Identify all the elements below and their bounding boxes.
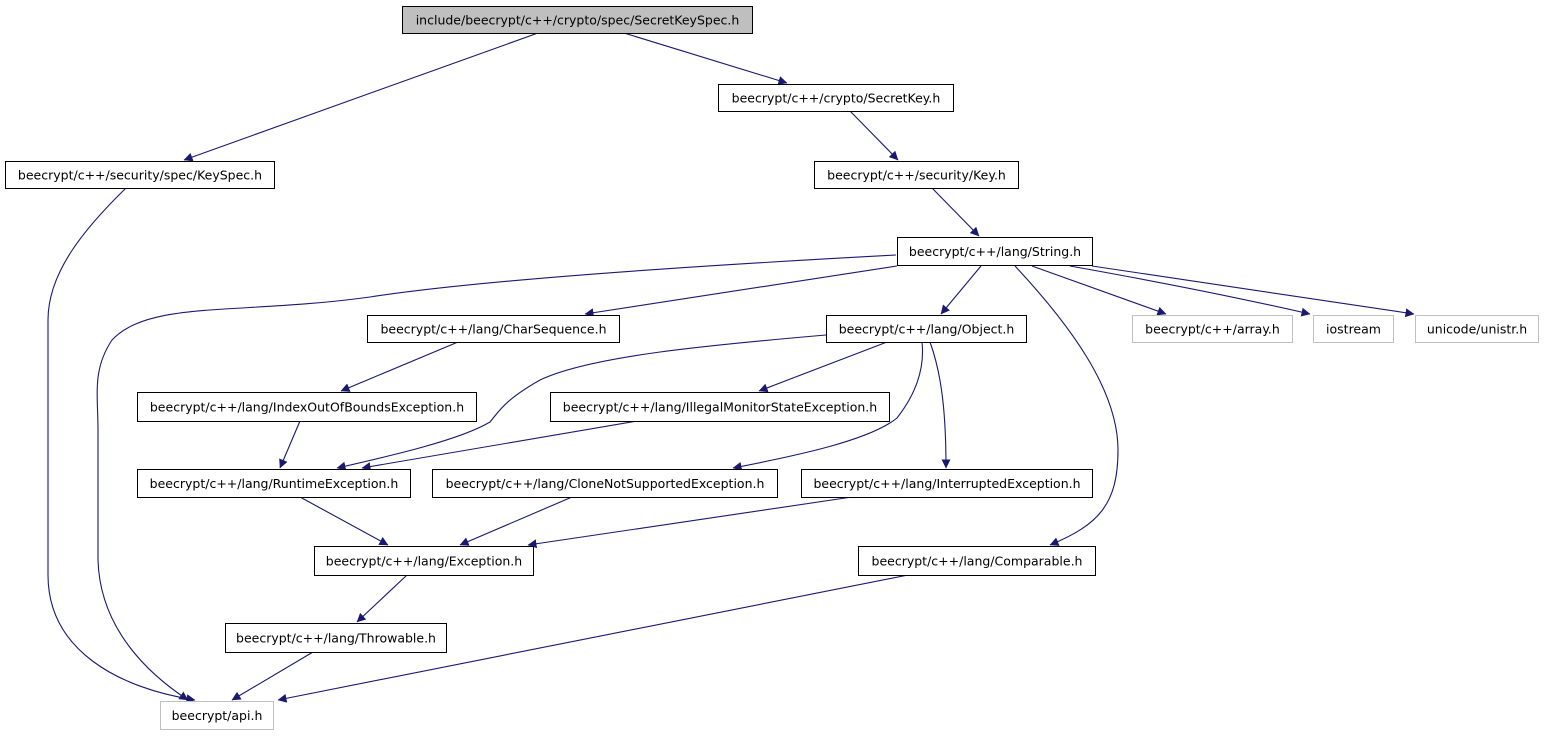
node-label: iostream — [1326, 322, 1381, 337]
node-label: beecrypt/c++/lang/Object.h — [839, 322, 1015, 337]
edge-key-to-string — [931, 187, 980, 237]
node-label: beecrypt/c++/lang/IndexOutOfBoundsExcept… — [150, 400, 464, 415]
node-api: beecrypt/api.h — [160, 701, 274, 730]
edge-ioob-to-runtime — [279, 420, 301, 469]
node-interrupted[interactable]: beecrypt/c++/lang/InterruptedException.h — [801, 469, 1093, 498]
edge-interrupted-to-exception — [527, 496, 853, 549]
edge-object-to-interrupted — [929, 341, 951, 469]
node-comparable[interactable]: beecrypt/c++/lang/Comparable.h — [858, 546, 1096, 576]
node-box — [1415, 315, 1539, 343]
node-object[interactable]: beecrypt/c++/lang/Object.h — [826, 315, 1027, 343]
node-exception[interactable]: beecrypt/c++/lang/Exception.h — [314, 546, 534, 576]
edge-object-to-imse — [758, 341, 888, 393]
node-key[interactable]: beecrypt/c++/security/Key.h — [814, 161, 1019, 189]
node-label: beecrypt/c++/security/spec/KeySpec.h — [18, 168, 262, 183]
edge-keyspec-to-api — [47, 187, 196, 704]
node-box — [858, 546, 1096, 576]
edge-string-to-array — [1031, 265, 1167, 316]
node-box — [1313, 315, 1394, 343]
node-box — [137, 392, 477, 422]
node-array: beecrypt/c++/array.h — [1132, 315, 1293, 343]
node-throwable[interactable]: beecrypt/c++/lang/Throwable.h — [225, 623, 447, 653]
node-box — [801, 469, 1093, 498]
node-unistr: unicode/unistr.h — [1415, 315, 1539, 343]
node-box — [826, 315, 1027, 343]
edge-object-to-clone — [732, 341, 924, 471]
node-label: beecrypt/c++/lang/Throwable.h — [236, 631, 436, 646]
edge-clone-to-exception — [459, 496, 573, 546]
node-box — [367, 315, 620, 343]
node-box — [225, 623, 447, 653]
node-label: beecrypt/c++/lang/Exception.h — [326, 554, 522, 569]
edge-root-to-secretkey — [623, 32, 788, 85]
node-secretkey[interactable]: beecrypt/c++/crypto/SecretKey.h — [718, 84, 954, 112]
edges-layer — [47, 32, 1415, 704]
node-iostream: iostream — [1313, 315, 1394, 343]
edge-string-to-comparable — [1014, 265, 1119, 546]
node-imse[interactable]: beecrypt/c++/lang/IllegalMonitorStateExc… — [550, 392, 890, 422]
node-label: unicode/unistr.h — [1427, 322, 1527, 337]
node-keyspec[interactable]: beecrypt/c++/security/spec/KeySpec.h — [5, 161, 275, 189]
node-label: beecrypt/c++/lang/Comparable.h — [872, 554, 1083, 569]
node-label: include/beecrypt/c++/crypto/spec/SecretK… — [416, 13, 740, 28]
node-box — [550, 392, 890, 422]
node-box — [160, 701, 274, 730]
node-clone[interactable]: beecrypt/c++/lang/CloneNotSupportedExcep… — [432, 469, 778, 498]
node-root[interactable]: include/beecrypt/c++/crypto/spec/SecretK… — [402, 6, 753, 34]
node-label: beecrypt/c++/crypto/SecretKey.h — [732, 91, 941, 106]
node-box — [814, 161, 1019, 189]
edge-object-to-runtime — [336, 334, 827, 471]
node-label: beecrypt/c++/array.h — [1145, 322, 1280, 337]
edge-runtime-to-exception — [299, 496, 389, 546]
node-charseq[interactable]: beecrypt/c++/lang/CharSequence.h — [367, 315, 620, 343]
node-label: beecrypt/api.h — [172, 708, 263, 723]
node-box — [137, 469, 411, 498]
node-box — [402, 6, 753, 34]
edge-string-to-charseq — [584, 265, 898, 318]
node-ioob[interactable]: beecrypt/c++/lang/IndexOutOfBoundsExcept… — [137, 392, 477, 422]
edge-charseq-to-ioob — [340, 341, 459, 392]
node-box — [1132, 315, 1293, 343]
node-box — [432, 469, 778, 498]
edge-string-to-unistr — [1091, 265, 1415, 318]
node-label: beecrypt/c++/lang/IllegalMonitorStateExc… — [563, 400, 877, 415]
edge-exception-to-throwable — [356, 574, 408, 623]
node-box — [314, 546, 534, 576]
node-label: beecrypt/c++/lang/CharSequence.h — [380, 322, 606, 337]
node-box — [897, 237, 1093, 266]
edge-root-to-keyspec — [183, 32, 539, 162]
node-label: beecrypt/c++/lang/InterruptedException.h — [813, 476, 1080, 491]
edge-string-to-iostream — [1069, 265, 1311, 317]
node-runtime[interactable]: beecrypt/c++/lang/RuntimeException.h — [137, 469, 411, 498]
edge-secretkey-to-key — [849, 110, 899, 161]
node-box — [718, 84, 954, 112]
nodes-layer: include/beecrypt/c++/crypto/spec/SecretK… — [5, 6, 1539, 730]
node-label: beecrypt/c++/lang/String.h — [909, 244, 1081, 259]
node-box — [5, 161, 275, 189]
node-string[interactable]: beecrypt/c++/lang/String.h — [897, 237, 1093, 266]
node-label: beecrypt/c++/security/Key.h — [827, 168, 1006, 183]
node-label: beecrypt/c++/lang/RuntimeException.h — [150, 476, 399, 491]
edge-imse-to-runtime — [361, 420, 638, 471]
edge-comparable-to-api — [277, 574, 909, 703]
edge-string-to-api — [96, 254, 897, 701]
node-label: beecrypt/c++/lang/CloneNotSupportedExcep… — [446, 476, 765, 491]
edge-string-to-object — [940, 265, 982, 315]
edge-throwable-to-api — [231, 651, 314, 701]
